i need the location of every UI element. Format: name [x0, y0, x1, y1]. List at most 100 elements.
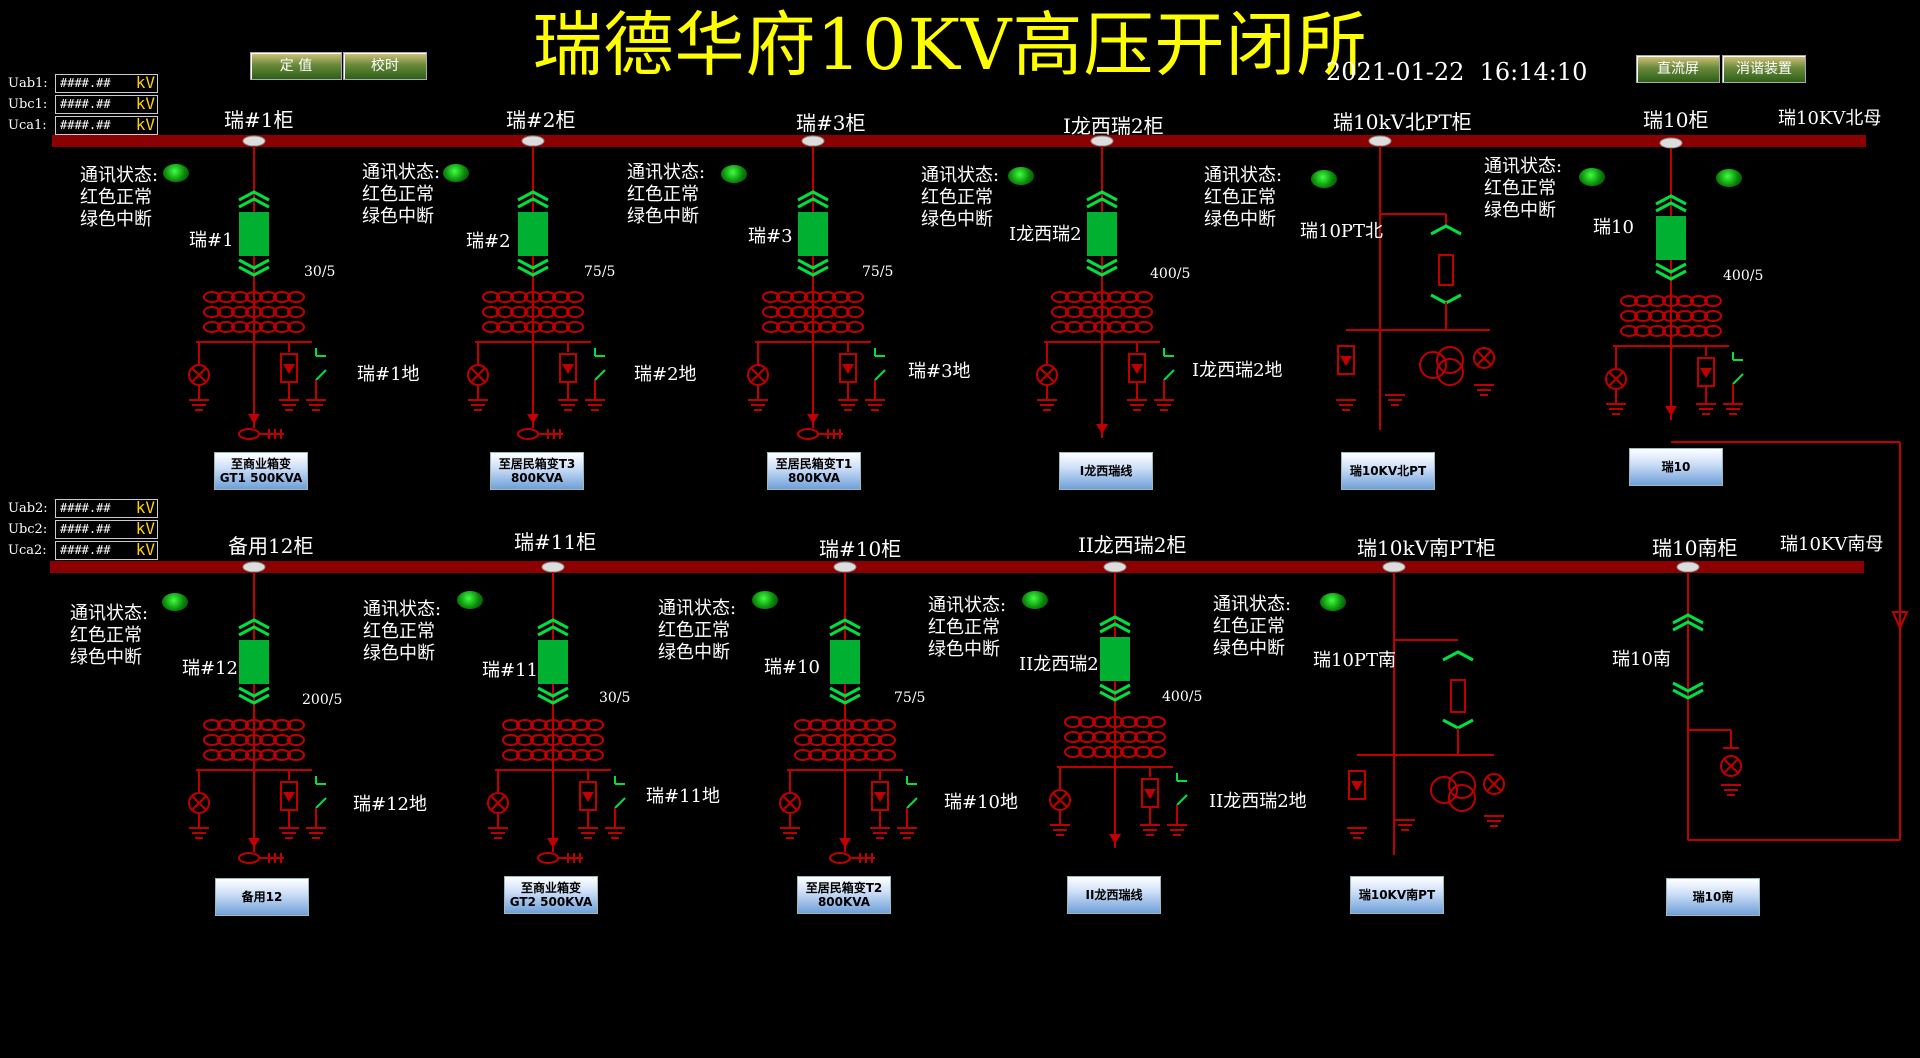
circuit-breaker-icon [1100, 637, 1130, 681]
current-transformer-coil [822, 734, 840, 746]
comm-status: 通讯状态:红色正常绿色中断 [928, 595, 1007, 660]
dc-screen-button[interactable]: 直流屏 [1636, 55, 1720, 83]
current-transformer-coil [259, 719, 277, 731]
disconnector-upper-icon [1086, 190, 1118, 202]
disconnector-lower-icon [1099, 690, 1131, 702]
current-transformer-coil [836, 749, 854, 761]
current-transformer-coil [502, 749, 520, 761]
indicator-lamp-icon [782, 795, 798, 811]
current-transformer-coil [287, 306, 305, 318]
indicator-lamp-icon [191, 795, 207, 811]
current-transformer-coil [245, 749, 263, 761]
current-transformer-coil [846, 291, 864, 303]
disconnector-lower-icon [1672, 681, 1704, 693]
disconnector-lower-icon [537, 693, 569, 705]
ct-ratio: 200/5 [302, 692, 343, 708]
breaker-label: 瑞#12 [182, 658, 238, 679]
feeder-arrow-icon [248, 838, 260, 848]
bus-connection-point [242, 135, 266, 147]
current-transformer-coil [203, 734, 221, 746]
disconnector-upper-icon [1655, 201, 1687, 213]
current-transformer-coil [259, 321, 277, 333]
current-transformer-coil [259, 306, 277, 318]
disconnector-upper-icon [537, 625, 569, 637]
cable-terminal-icon [537, 852, 559, 864]
current-transformer-coil [572, 719, 590, 731]
current-transformer-coil [496, 321, 514, 333]
comm-status: 通讯状态:红色正常绿色中断 [80, 165, 159, 230]
feeder-destination-button[interactable]: II龙西瑞线 [1067, 876, 1161, 914]
cable-terminal-icon [797, 428, 819, 440]
breaker-label: 瑞10南 [1612, 649, 1671, 670]
comm-status-led [1311, 170, 1337, 188]
current-transformer-coil [762, 306, 780, 318]
current-transformer-coil [231, 321, 249, 333]
disconnector-lower-icon [1430, 293, 1462, 305]
pt-fuse-icon [1450, 679, 1466, 713]
current-transformer-coil [808, 719, 826, 731]
indicator-lamp-icon [467, 364, 489, 386]
breaker-label: I龙西瑞2 [1009, 224, 1082, 245]
current-transformer-coil [259, 291, 277, 303]
disconnector-upper-icon [1099, 615, 1131, 627]
current-transformer-coil [538, 291, 556, 303]
current-transformer-coil [217, 291, 235, 303]
current-transformer-coil [1620, 325, 1638, 337]
comm-status-led [443, 164, 469, 182]
current-transformer-coil [1093, 291, 1111, 303]
feeder-destination-button[interactable]: 瑞10KV南PT [1350, 876, 1444, 914]
current-transformer-coil [864, 749, 882, 761]
indicator-lamp-icon [470, 367, 486, 383]
current-transformer-coil [1676, 310, 1694, 322]
disconnector-upper-icon [1430, 224, 1462, 236]
indicator-lamp-icon [188, 792, 210, 814]
cabinet-title: 瑞#3柜 [796, 111, 866, 135]
setpoint-button[interactable]: 定 值 [250, 52, 342, 80]
current-transformer-coil [544, 734, 562, 746]
comm-status-led [1022, 591, 1048, 609]
current-transformer-coil [818, 291, 836, 303]
ground-switch-label: II龙西瑞2地 [1209, 791, 1307, 812]
current-transformer-coil [1634, 295, 1652, 307]
comm-status-led [752, 591, 778, 609]
south-bus-bar [50, 561, 1864, 573]
disconnector-lower-icon [517, 265, 549, 277]
indicator-lamp-icon [1723, 758, 1739, 774]
arc-suppression-button[interactable]: 消谐装置 [1722, 55, 1806, 83]
disconnector-upper-icon [238, 618, 270, 630]
current-transformer-coil [231, 749, 249, 761]
current-transformer-coil [1064, 746, 1082, 758]
timesync-button[interactable]: 校时 [343, 52, 427, 80]
current-transformer-coil [1120, 716, 1138, 728]
current-transformer-coil [832, 321, 850, 333]
current-transformer-coil [794, 749, 812, 761]
feeder-destination-button[interactable]: 瑞10南 [1666, 878, 1760, 916]
indicator-lamp-icon [1039, 367, 1055, 383]
feeder-destination-button[interactable]: I龙西瑞线 [1059, 452, 1153, 490]
comm-status: 通讯状态:红色正常绿色中断 [1484, 156, 1563, 221]
surge-arrester-icon [562, 364, 574, 374]
current-transformer-coil [1107, 306, 1125, 318]
disconnector-lower-icon [517, 258, 549, 270]
current-transformer-coil [794, 719, 812, 731]
comm-status: 通讯状态:红色正常绿色中断 [627, 162, 706, 227]
indicator-lamp-icon [188, 364, 210, 386]
indicator-lamp-icon [1605, 368, 1627, 390]
feeder-destination-button[interactable]: 备用12 [215, 878, 309, 916]
current-transformer-coil [804, 291, 822, 303]
ground-switch-icon [1176, 794, 1188, 806]
feeder-destination-button[interactable]: 瑞10 [1629, 448, 1723, 486]
circuit-breaker-icon [239, 212, 269, 256]
feeder-destination-button[interactable]: 瑞10KV北PT [1341, 452, 1435, 490]
current-transformer-coil [818, 321, 836, 333]
ground-switch-icon [874, 369, 886, 381]
breaker-label: 瑞#10 [764, 657, 820, 678]
current-transformer-coil [259, 749, 277, 761]
current-transformer-coil [217, 749, 235, 761]
current-transformer-coil [1092, 731, 1110, 743]
